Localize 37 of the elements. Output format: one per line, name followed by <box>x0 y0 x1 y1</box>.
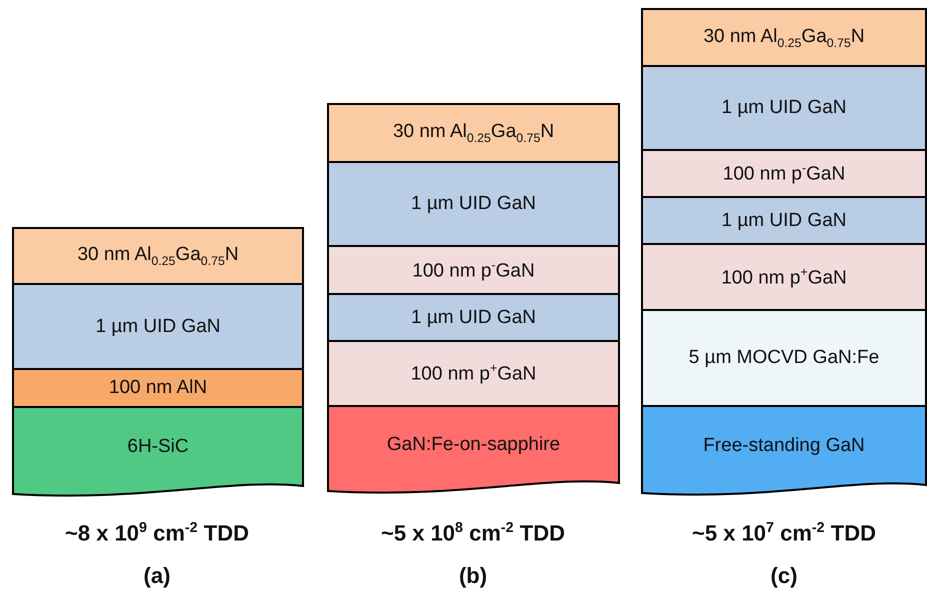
layer <box>327 161 620 247</box>
dislocation-density-label: ~5 x 10$^{7}$ cm$^{-2}$ TDD <box>692 520 876 546</box>
layer-label: 100 nm p$^{+}$GaN <box>410 361 536 386</box>
layer-label: 30 nm Al$_{0.25}$Ga$_{0.75}$N <box>77 244 239 268</box>
layer <box>641 196 927 245</box>
layer <box>641 149 927 198</box>
layer-label: Free-standing GaN <box>703 435 865 457</box>
layer-label: 1 µm UID GaN <box>411 306 536 328</box>
layer <box>327 103 620 163</box>
layer-label: 6H-SiC <box>127 436 189 458</box>
layer-label: GaN:Fe-on-sapphire <box>386 434 560 456</box>
layer <box>641 8 927 67</box>
layer <box>641 309 927 407</box>
layer-label: 1 µm UID GaN <box>722 210 846 232</box>
layer-label: 1 µm UID GaN <box>411 193 536 215</box>
panel-label: (b) <box>458 563 488 589</box>
layer-label: 5 µm MOCVD GaN:Fe <box>688 347 880 369</box>
layer <box>327 340 620 407</box>
layer-label: 30 nm Al$_{0.25}$Ga$_{0.75}$N <box>392 121 554 145</box>
layer <box>12 368 304 408</box>
layer <box>327 245 620 295</box>
layer-label: 100 nm p$^{-}$GaN <box>722 161 846 186</box>
dislocation-density-label: ~5 x 10$^{8}$ cm$^{-2}$ TDD <box>381 520 565 546</box>
layer-label: 1 µm UID GaN <box>96 316 220 338</box>
layer <box>641 65 927 151</box>
layer <box>641 243 927 311</box>
layer-label: 30 nm Al$_{0.25}$Ga$_{0.75}$N <box>703 26 865 50</box>
layer-label: 1 µm UID GaN <box>722 97 846 119</box>
layer <box>12 283 304 370</box>
panel-label: (a) <box>144 563 170 589</box>
layer <box>12 227 304 285</box>
panel-label: (c) <box>770 563 798 589</box>
layer <box>327 293 620 342</box>
layer-label: 100 nm p$^{+}$GaN <box>721 264 847 290</box>
dislocation-density-label: ~8 x 10$^{9}$ cm$^{-2}$ TDD <box>65 520 249 546</box>
layer-label: 100 nm AlN <box>108 377 208 399</box>
layer-label: 100 nm p$^{-}$GaN <box>412 258 535 282</box>
